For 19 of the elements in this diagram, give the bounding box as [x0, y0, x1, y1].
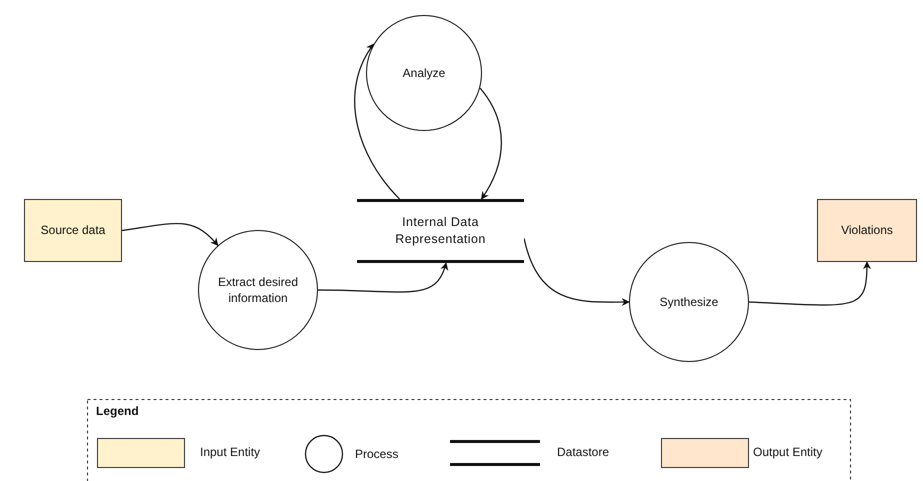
node-label: Synthesize: [660, 294, 718, 310]
arrow: [523, 238, 630, 306]
arrow: [318, 262, 448, 293]
node-label: Internal Data Representation: [394, 214, 487, 248]
node-label: Extract desired information: [216, 274, 300, 306]
legend-label: Process: [355, 447, 398, 461]
node-label: Source data: [40, 222, 106, 239]
node-label: Violations: [841, 222, 893, 239]
arrow: [122, 223, 218, 246]
entity-box: [817, 199, 917, 262]
legend-label: Input Entity: [200, 445, 260, 459]
arrow: [748, 261, 871, 306]
arrow: [354, 43, 400, 200]
legend-title: Legend: [96, 404, 139, 418]
arrow: [480, 88, 502, 200]
legend-label: Datastore: [557, 445, 610, 459]
node-label: Analyze: [402, 64, 446, 82]
entity-box: [24, 199, 122, 262]
legend-label: Output Entity: [753, 445, 822, 459]
